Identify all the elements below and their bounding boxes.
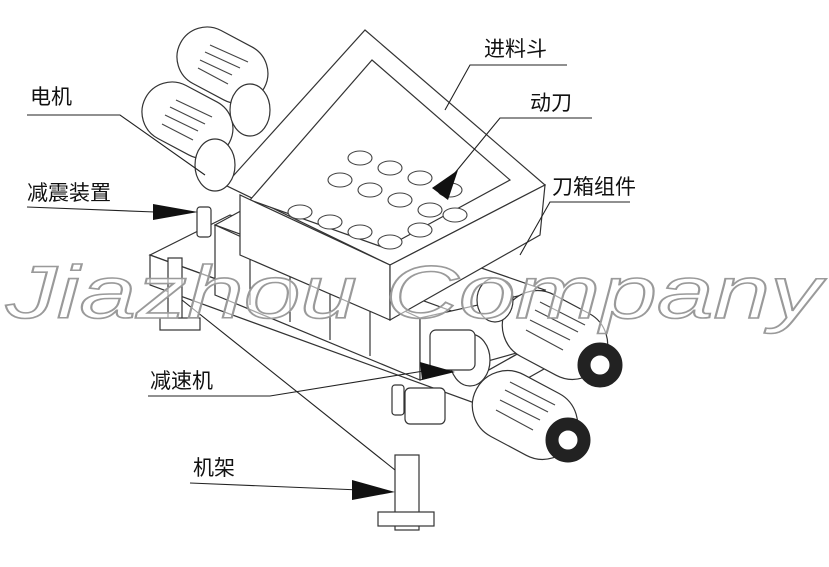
machine-illustration [141, 26, 623, 531]
watermark: Jiazhou Company [5, 251, 827, 334]
labels: 电机 减震装置 减速机 机架 进料斗 动刀 刀箱组件 [27, 37, 636, 480]
motor-upper-left [141, 26, 271, 192]
reducer [404, 329, 476, 425]
reducer-arrow [420, 362, 455, 380]
label-hopper: 进料斗 [484, 37, 547, 61]
frame-arrow [352, 480, 395, 500]
moving-blades [287, 150, 468, 250]
damping-arrow [153, 204, 198, 220]
label-moving-blade: 动刀 [530, 91, 572, 115]
leader-lines [26, 64, 630, 500]
label-blade-box: 刀箱组件 [552, 175, 636, 199]
label-motor: 电机 [30, 85, 72, 109]
damping-device [196, 206, 405, 416]
motor-lower-right [449, 277, 623, 463]
blade-arrow [432, 170, 458, 200]
label-damping: 减震装置 [27, 181, 111, 205]
label-frame: 机架 [193, 456, 235, 480]
label-reducer: 减速机 [150, 369, 213, 393]
